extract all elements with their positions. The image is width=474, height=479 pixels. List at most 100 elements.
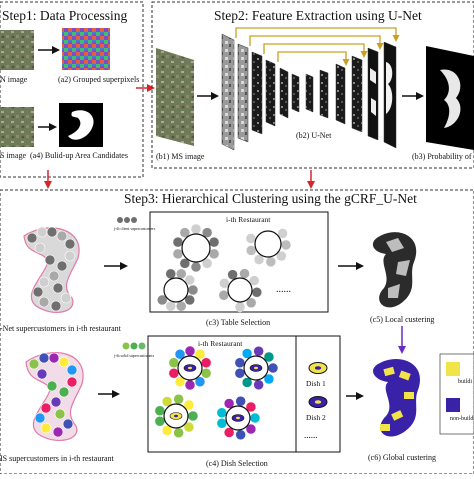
customer xyxy=(200,368,212,379)
customer xyxy=(223,398,235,409)
customer xyxy=(201,258,213,269)
supercustomer xyxy=(62,418,74,430)
customer xyxy=(194,376,206,388)
unet-encoder xyxy=(221,33,300,151)
local-clustering-label: (c5) Local custering xyxy=(370,315,434,324)
customer xyxy=(234,368,246,379)
dish-1-label: Dish 1 xyxy=(306,379,326,388)
customer xyxy=(245,233,257,244)
legend: buildi non-buildi xyxy=(439,353,474,435)
customer xyxy=(245,297,257,309)
customer xyxy=(179,258,191,269)
candidates-label: (a4) Bulid-up Area Candidates xyxy=(30,151,128,160)
restaurant-label-top: i-th Restaurant xyxy=(226,215,271,224)
table-circle xyxy=(254,230,282,258)
customer xyxy=(280,239,292,251)
supercustomer xyxy=(40,402,52,414)
gray-supercustomers xyxy=(26,226,76,312)
legend-box xyxy=(439,353,474,435)
dish-center xyxy=(254,366,258,370)
customer xyxy=(184,294,196,306)
customer xyxy=(179,227,191,238)
step1-panel: Step1: Data Processing N image (a2) Grou… xyxy=(0,1,144,178)
customer xyxy=(176,268,187,280)
supercustomer xyxy=(34,412,46,424)
skip-connections xyxy=(235,27,400,66)
grouped-superpixels-image xyxy=(62,28,110,70)
customer xyxy=(190,261,202,273)
customer xyxy=(201,227,213,238)
ms-image-small xyxy=(0,107,34,147)
customer xyxy=(253,254,265,265)
ms-supercustomers-label: IS supercustomers in i-th restaurant xyxy=(0,454,115,463)
tables-top xyxy=(156,223,292,313)
table-ellipsis: ...... xyxy=(276,284,291,295)
table-circle xyxy=(227,277,253,303)
customer xyxy=(183,421,195,433)
customer xyxy=(190,223,202,235)
dish-selection-label: (c4) Dish Selection xyxy=(206,459,268,468)
table-circle xyxy=(163,277,189,303)
supercustomer xyxy=(40,422,52,434)
customer xyxy=(245,423,257,435)
customer xyxy=(168,357,180,368)
supercustomer xyxy=(66,364,78,376)
customer xyxy=(216,407,228,418)
restaurant-box-bottom xyxy=(147,335,341,453)
customer xyxy=(161,425,173,436)
probability-blob xyxy=(440,69,461,128)
restaurant-table xyxy=(218,268,263,313)
customer xyxy=(223,427,235,438)
customer xyxy=(265,256,277,268)
customer xyxy=(218,290,230,301)
customer xyxy=(235,429,246,441)
ms-image-label: (b1) MS image xyxy=(156,152,205,161)
restaurant-label-bottom: i-th Restaurant xyxy=(198,339,243,348)
customer xyxy=(165,300,176,312)
supercustomers-note-bottom: j-th solid supercustomers xyxy=(113,353,155,358)
customer xyxy=(156,294,168,306)
table-selection-label: (c3) Table Selection xyxy=(206,318,270,327)
customer xyxy=(253,345,264,357)
supercustomer xyxy=(54,408,66,420)
customer xyxy=(154,416,166,427)
step2-title: Step2: Feature Extraction using U-Net xyxy=(214,8,422,23)
customer xyxy=(245,401,257,413)
customer xyxy=(173,393,184,405)
pan-image-label: N image xyxy=(0,75,28,84)
step3-panel: Step3: Hierarchical Clustering using the… xyxy=(0,189,474,475)
customer xyxy=(241,377,253,388)
local-clustering-image xyxy=(372,232,417,308)
customer xyxy=(200,357,212,368)
ms-image-large xyxy=(156,48,194,146)
customer xyxy=(253,379,264,391)
supercustomer xyxy=(28,358,40,370)
customer xyxy=(263,351,275,363)
customer xyxy=(234,301,246,313)
supercustomer xyxy=(46,380,58,392)
dish-center xyxy=(236,416,240,420)
customer xyxy=(168,368,180,379)
waiting-customers-top xyxy=(117,217,137,223)
supercustomer xyxy=(58,356,70,368)
supercustomers-note-top: j-th client supercustomers xyxy=(113,226,156,231)
customer xyxy=(248,275,260,286)
restaurant-table xyxy=(168,345,212,391)
customer xyxy=(251,287,263,298)
unet-supercustomers-label: -Net supercustomers in i-th restaurant xyxy=(0,324,122,333)
legend-building-label: buildi xyxy=(458,379,472,385)
unet-decoder xyxy=(305,41,397,149)
customer xyxy=(161,396,173,407)
customer xyxy=(249,412,261,424)
customer xyxy=(241,348,253,359)
customer xyxy=(267,362,279,374)
restaurant-table xyxy=(234,345,279,391)
step2-box xyxy=(151,1,474,169)
customer xyxy=(187,284,199,296)
customer xyxy=(276,250,287,262)
global-clustering-image xyxy=(373,359,420,437)
customer xyxy=(172,248,184,260)
supercustomer xyxy=(48,352,60,364)
unet-label: (b2) U-Net xyxy=(296,131,332,140)
